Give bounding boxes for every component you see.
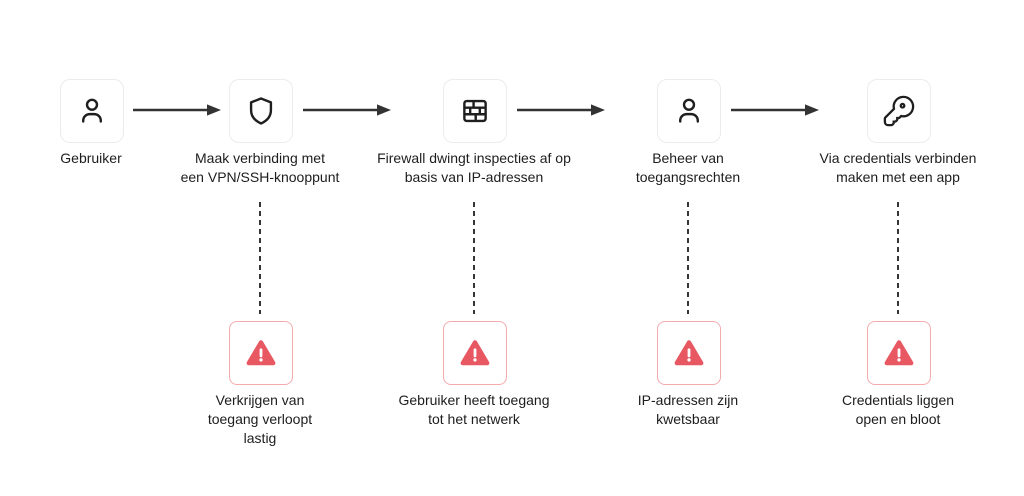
step-box-firewall (443, 79, 507, 143)
arrow-icon (133, 104, 221, 116)
firewall-icon (463, 99, 487, 123)
step-box-toegangsrechten (657, 79, 721, 143)
warning-box-toegang-lastig (229, 321, 293, 385)
warning-box-toegang-netwerk (443, 321, 507, 385)
step-box-vpn-ssh (229, 79, 293, 143)
warning-box-credentials-bloot (867, 321, 931, 385)
user-icon (82, 98, 102, 123)
dashed-connector (896, 202, 900, 314)
warning-icon (884, 340, 914, 366)
dashed-connector (472, 202, 476, 314)
dashed-connector (258, 202, 262, 314)
dashed-connector (686, 202, 690, 314)
warning-label-toegang-lastig: Verkrijgen van toegang verloopt lastig (207, 392, 313, 446)
step-label-gebruiker: Gebruiker (60, 150, 122, 166)
warning-icon (674, 340, 704, 366)
step-label-credentials: Via credentials verbinden maken met een … (819, 150, 977, 185)
step-label-toegangsrechten: Beheer van toegangsrechten (635, 150, 741, 185)
warning-label-ip-kwetsbaar: IP-adressen zijn kwetsbaar (637, 392, 739, 427)
arrow-icon (303, 104, 391, 116)
step-box-credentials (867, 79, 931, 143)
warning-icon (246, 340, 276, 366)
shield-icon (249, 97, 273, 125)
warning-icon (460, 340, 490, 366)
key-icon (883, 95, 915, 127)
warning-box-ip-kwetsbaar (657, 321, 721, 385)
step-label-vpn-ssh: Maak verbinding met een VPN/SSH-knooppun… (180, 150, 340, 185)
step-label-firewall: Firewall dwingt inspecties af op basis v… (377, 150, 571, 185)
warning-label-credentials-bloot: Credentials liggen open en bloot (841, 392, 955, 427)
user-icon (679, 98, 699, 123)
step-box-gebruiker (60, 79, 124, 143)
warning-label-toegang-netwerk: Gebruiker heeft toegang tot het netwerk (398, 392, 550, 427)
arrow-icon (517, 104, 605, 116)
arrow-icon (731, 104, 819, 116)
